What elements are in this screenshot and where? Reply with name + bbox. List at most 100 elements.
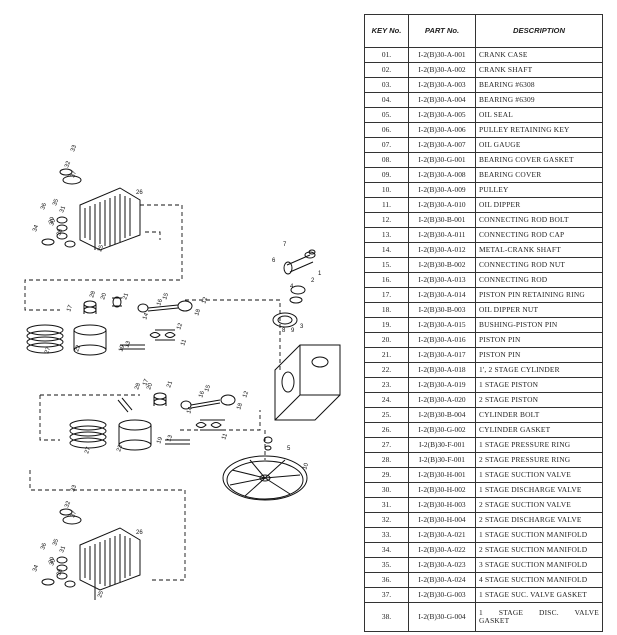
callout-label: 14 <box>142 312 150 321</box>
callout-label: 11 <box>180 338 188 347</box>
callout-label: 1 <box>318 271 322 277</box>
header-description: DESCRIPTION <box>475 14 603 48</box>
table-header-row: KEY No. PART No. DESCRIPTION <box>364 14 603 48</box>
key-no-cell: 08. <box>364 152 409 168</box>
description-cell: 2 STAGE PISTON <box>475 392 603 408</box>
key-no-cell: 38. <box>364 602 409 632</box>
part-no-cell: I-2(B)30-A-014 <box>408 287 476 303</box>
key-no-cell: 21. <box>364 347 409 363</box>
callout-label: 8 <box>282 328 286 334</box>
callout-label: 13 <box>124 340 132 349</box>
description-cell: CONNECTING ROD NUT <box>475 257 603 273</box>
callout-label: 32 <box>64 500 72 509</box>
description-cell: PULLEY RETAINING KEY <box>475 122 603 138</box>
key-no-cell: 14. <box>364 242 409 258</box>
description-cell: OIL DIPPER <box>475 197 603 213</box>
part-no-cell: I-2(B)30-A-001 <box>408 47 476 63</box>
key-no-cell: 10. <box>364 182 409 198</box>
description-cell: CYLINDER GASKET <box>475 422 603 438</box>
key-no-cell: 37. <box>364 587 409 603</box>
key-no-cell: 33. <box>364 527 409 543</box>
callout-label: 15 <box>162 292 170 301</box>
key-no-cell: 25. <box>364 407 409 423</box>
key-no-cell: 30. <box>364 482 409 498</box>
description-cell: PISTON PIN RETAINING RING <box>475 287 603 303</box>
part-no-cell: I-2(B)30-H-004 <box>408 512 476 528</box>
part-no-cell: I-2(B)30-A-021 <box>408 527 476 543</box>
description-cell: BUSHING-PISTON PIN <box>475 317 603 333</box>
callout-label: 25 <box>97 590 105 599</box>
callout-label: 30 <box>49 218 57 227</box>
callout-label: 34 <box>32 224 40 233</box>
crank-case-assembly <box>263 249 341 451</box>
parts-table: KEY No. PART No. DESCRIPTION 01.I-2(B)30… <box>364 14 603 632</box>
part-no-cell: I-2(B)30-B-004 <box>408 407 476 423</box>
description-cell: CRANK SHAFT <box>475 62 603 78</box>
description-cell: BEARING COVER GASKET <box>475 152 603 168</box>
callout-label: 4 <box>290 284 294 290</box>
description-cell: CONNECTING ROD BOLT <box>475 212 603 228</box>
description-cell: 1 STAGE SUC. VALVE GASKET <box>475 587 603 603</box>
key-no-cell: 01. <box>364 47 409 63</box>
description-cell: BEARING #6309 <box>475 92 603 108</box>
header-part-no: PART No. <box>408 14 476 48</box>
callout-label: 35 <box>52 538 60 547</box>
part-no-cell: I-2(B)30-G-004 <box>408 602 476 632</box>
part-no-cell: I-2(B)30-G-001 <box>408 152 476 168</box>
callout-label: 26 <box>136 190 143 196</box>
callout-label: 18 <box>194 308 202 317</box>
callout-label: 38 <box>56 228 64 237</box>
bottom-piston-assembly <box>69 392 167 451</box>
callout-label: 6 <box>272 258 276 264</box>
callout-label: 27 <box>84 446 92 455</box>
description-cell: 2 STAGE PRESSURE RING <box>475 452 603 468</box>
key-no-cell: 35. <box>364 557 409 573</box>
part-no-cell: I-2(B)30-G-003 <box>408 587 476 603</box>
callout-label: 19 <box>118 344 126 353</box>
description-cell: 4 STAGE SUCTION MANIFOLD <box>475 572 603 588</box>
description-cell: 2 STAGE DISCHARGE VALVE <box>475 512 603 528</box>
top-piston-assembly <box>26 296 122 356</box>
part-no-cell: I-2(B)30-H-001 <box>408 467 476 483</box>
bottom-cylinder-head <box>41 508 141 600</box>
bottom-connecting-rod <box>165 394 236 445</box>
description-cell: CRANK CASE <box>475 47 603 63</box>
part-no-cell: I-2(B)30-A-015 <box>408 317 476 333</box>
callout-label: 38 <box>56 568 64 577</box>
assembly-guide-lines <box>24 204 281 581</box>
key-no-cell: 32. <box>364 512 409 528</box>
callout-label: 29 <box>48 216 56 225</box>
part-no-cell: I-2(B)30-B-001 <box>408 212 476 228</box>
description-cell: BEARING #6308 <box>475 77 603 93</box>
part-no-cell: I-2(B)30-F-001 <box>408 452 476 468</box>
description-cell: PISTON PIN <box>475 347 603 363</box>
part-no-cell: I-2(B)30-A-006 <box>408 122 476 138</box>
callout-label: 37 <box>70 170 78 179</box>
description-cell: 1', 2 STAGE CYLINDER <box>475 362 603 378</box>
callout-label: 30 <box>49 558 57 567</box>
callout-label: 29 <box>48 556 56 565</box>
description-cell: 1 STAGE SUCTION MANIFOLD <box>475 527 603 543</box>
description-cell: 1 STAGE DISC. VALVE GASKET <box>475 602 603 632</box>
description-cell: 2 STAGE SUCTION VALVE <box>475 497 603 513</box>
part-no-cell: I-2(B)30-B-003 <box>408 302 476 318</box>
top-cylinder-head <box>41 168 141 251</box>
callout-label: 15 <box>204 384 212 393</box>
callout-label: 33 <box>70 144 78 153</box>
part-no-cell: I-2(B)30-A-020 <box>408 392 476 408</box>
